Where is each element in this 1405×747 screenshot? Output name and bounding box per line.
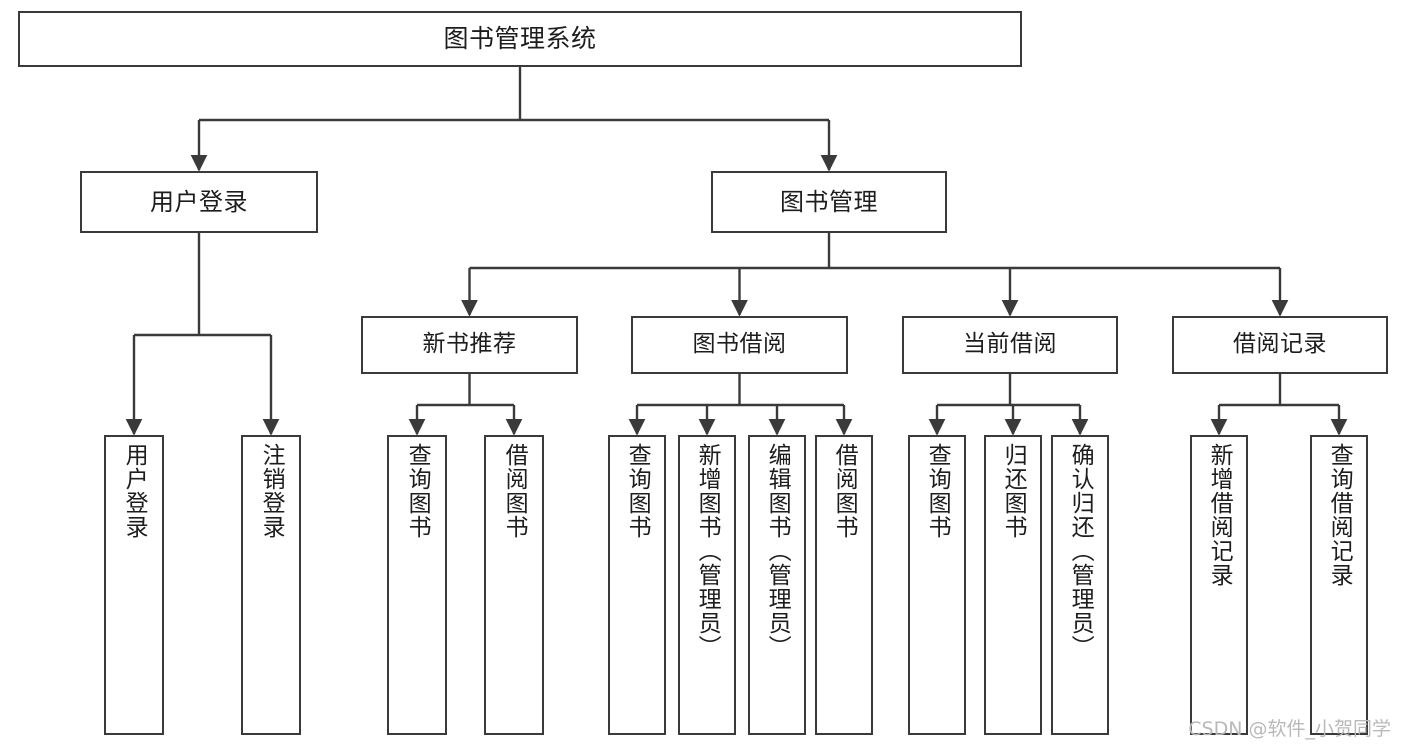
node-label: 借阅图书 [831,443,858,539]
node-bookmgmt[interactable]: 图书管理 [711,171,947,233]
node-label: 查询图书 [624,443,651,539]
node-label: 注销登录 [258,443,285,539]
node-leaf-user-login[interactable]: 用户登录 [104,435,164,735]
node-leaf-borrow-do[interactable]: 借阅图书 [815,435,873,735]
node-label: 借阅图书 [501,443,528,539]
node-label: 用户登录 [121,443,148,539]
node-label: 新增图书（管理员） [694,443,721,659]
node-leaf-cur-confirm[interactable]: 确认归还（管理员） [1051,435,1109,735]
node-label: 确认归还（管理员） [1067,443,1094,659]
node-leaf-borrow-edit[interactable]: 编辑图书（管理员） [748,435,806,735]
node-leaf-rec-add[interactable]: 新增借阅记录 [1190,435,1248,735]
node-label: 查询图书 [404,443,431,539]
node-label: 新书推荐 [422,331,517,358]
node-leaf-cur-query[interactable]: 查询图书 [908,435,966,735]
node-label: 查询借阅记录 [1326,443,1353,587]
node-login[interactable]: 用户登录 [80,171,318,233]
node-root[interactable]: 图书管理系统 [18,11,1022,67]
node-label: 借阅记录 [1233,331,1327,358]
node-leaf-cur-return[interactable]: 归还图书 [984,435,1042,735]
node-label: 图书管理系统 [443,24,597,54]
node-leaf-new-borrow[interactable]: 借阅图书 [484,435,544,735]
node-newbook[interactable]: 新书推荐 [361,316,578,374]
node-label: 查询图书 [924,443,951,539]
node-leaf-borrow-query[interactable]: 查询图书 [608,435,666,735]
node-label: 用户登录 [150,187,248,216]
node-leaf-rec-query[interactable]: 查询借阅记录 [1310,435,1368,735]
node-label: 当前借阅 [963,331,1057,358]
node-label: 图书借阅 [692,331,787,358]
node-label: 图书管理 [780,187,878,216]
csdn-watermark: CSDN @软件_小贺同学 [1188,718,1391,740]
node-label: 编辑图书（管理员） [764,443,791,659]
node-leaf-new-query[interactable]: 查询图书 [387,435,447,735]
node-leaf-borrow-add[interactable]: 新增图书（管理员） [678,435,736,735]
node-records[interactable]: 借阅记录 [1172,316,1388,374]
node-leaf-user-logout[interactable]: 注销登录 [241,435,301,735]
node-current[interactable]: 当前借阅 [902,316,1118,374]
node-label: 归还图书 [1000,443,1027,539]
node-label: 新增借阅记录 [1206,443,1233,587]
node-borrow[interactable]: 图书借阅 [631,316,848,374]
